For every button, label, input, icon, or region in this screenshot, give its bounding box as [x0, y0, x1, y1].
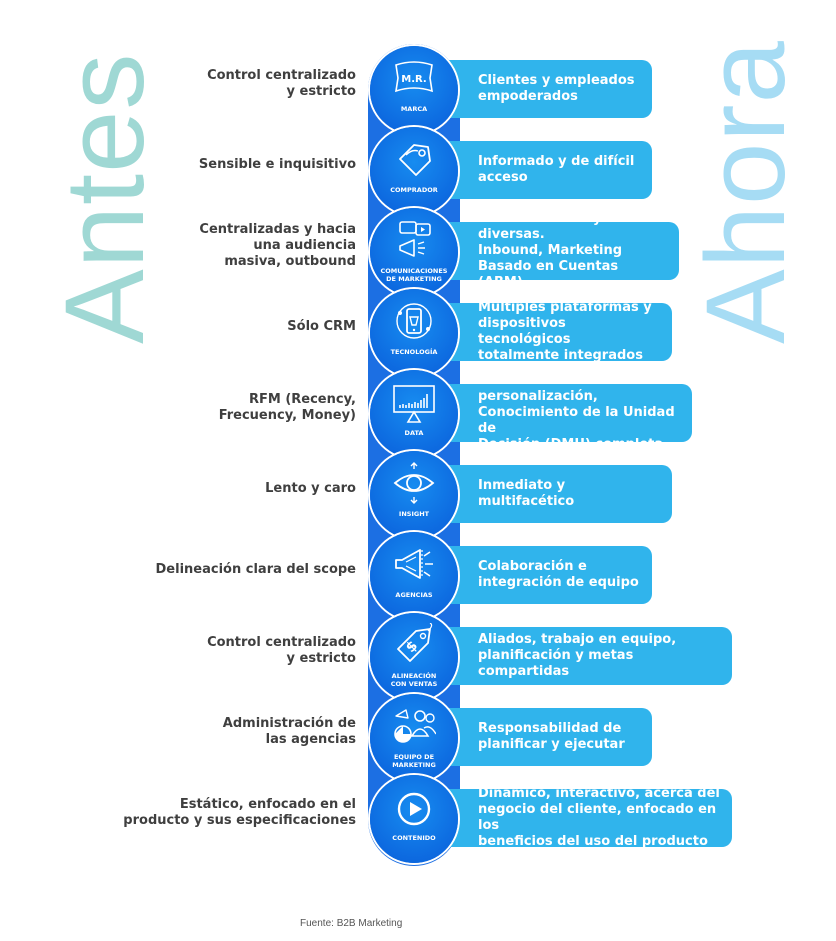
phone-network-icon	[396, 303, 432, 339]
bar-chart-screen-icon	[393, 385, 435, 423]
comparison-row-tecnologia: Sólo CRM Múltiples plataformas y disposi…	[0, 287, 836, 377]
category-label: CONTENIDO	[392, 834, 436, 842]
before-text: Centralizadas y hacia una audiencia masi…	[199, 222, 356, 269]
category-label: COMPRADOR	[390, 186, 438, 194]
comparison-row-data: RFM (Recency, Frecuency, Money) Alto niv…	[0, 368, 836, 458]
after-pill: Múltiples plataformas y dispositivos tec…	[420, 300, 672, 363]
megaphone-icon	[395, 549, 433, 579]
after-pill: Dinámico, interactivo, acerca del negoci…	[420, 786, 732, 849]
after-pill: Clientes y empleados empoderados	[420, 60, 652, 118]
source-note: Fuente: B2B Marketing	[300, 918, 403, 929]
dollar-tag-icon: $	[397, 623, 433, 662]
after-pill: Aliados, trabajo en equipo, planificació…	[420, 627, 732, 685]
before-text: Sensible e inquisitivo	[198, 157, 356, 172]
after-pill: Responsabilidad de planificar y ejecutar	[420, 708, 652, 766]
comparison-row-equipo: Administración de las agencias Responsab…	[0, 692, 836, 782]
category-label: AGENCIAS	[395, 591, 433, 599]
category-label: INSIGHT	[398, 510, 430, 518]
before-text: Administración de las agencias	[222, 716, 356, 747]
comparison-row-marca: Control centralizado y estricto Clientes…	[0, 44, 836, 134]
comparison-row-comprador: Sensible e inquisitivo Informado y de di…	[0, 125, 836, 215]
eye-icon	[393, 462, 435, 504]
comparison-row-insight: Lento y caro Inmediato y multifacético I…	[0, 449, 836, 539]
category-label: MARCA	[400, 105, 428, 113]
play-icon	[397, 792, 431, 826]
category-label: EQUIPO DE MARKETING	[392, 753, 436, 769]
before-text: Sólo CRM	[287, 319, 356, 334]
category-circle: EQUIPO DE MARKETING	[370, 694, 458, 782]
before-text: Lento y caro	[265, 481, 356, 496]
before-text: Control centralizado y estricto	[207, 68, 356, 99]
after-pill: Alto nivel de personalización, Conocimie…	[420, 373, 692, 452]
category-circle: DATA	[370, 370, 458, 458]
before-text: Delineación clara del scope	[155, 562, 356, 577]
after-pill: Colaboración e integración de equipo	[420, 546, 652, 604]
badge-text: M.R.	[401, 74, 426, 85]
comparison-row-agencias: Delineación clara del scope Colaboración…	[0, 530, 836, 620]
before-text: RFM (Recency, Frecuency, Money)	[218, 392, 356, 423]
category-circle: M.R. MARCA	[370, 46, 458, 134]
category-label: TECNOLOGÍA	[390, 348, 438, 356]
price-tag-icon	[399, 144, 431, 176]
category-circle: INSIGHT	[370, 451, 458, 539]
comparison-row-alineacion: Control centralizado y estricto Aliados,…	[0, 611, 836, 701]
category-circle: CONTENIDO	[370, 775, 458, 863]
category-circle: $ ALINEACIÓN CON VENTAS	[370, 613, 458, 701]
after-pill: Personalizadas y diversas. Inbound, Mark…	[420, 211, 679, 290]
category-label: ALINEACIÓN CON VENTAS	[390, 672, 438, 688]
before-text: Control centralizado y estricto	[207, 635, 356, 666]
badge-icon: M.R.	[395, 61, 433, 93]
category-circle: AGENCIAS	[370, 532, 458, 620]
team-icon	[394, 709, 436, 743]
after-pill: Inmediato y multifacético	[420, 465, 672, 523]
category-circle: COMUNICACIONES DE MARKETING	[370, 208, 458, 296]
category-circle: TECNOLOGÍA	[370, 289, 458, 377]
comparison-row-contenido: Estático, enfocado en el producto y sus …	[0, 773, 836, 863]
category-label: COMUNICACIONES DE MARKETING	[380, 267, 448, 283]
after-pill: Informado y de difícil acceso	[420, 141, 652, 199]
megaphone-chat-icon	[399, 221, 431, 257]
before-text: Estático, enfocado en el producto y sus …	[123, 797, 356, 828]
category-label: DATA	[404, 429, 424, 437]
category-circle: COMPRADOR	[370, 127, 458, 215]
comparison-row-comunicaciones: Centralizadas y hacia una audiencia masi…	[0, 206, 836, 296]
